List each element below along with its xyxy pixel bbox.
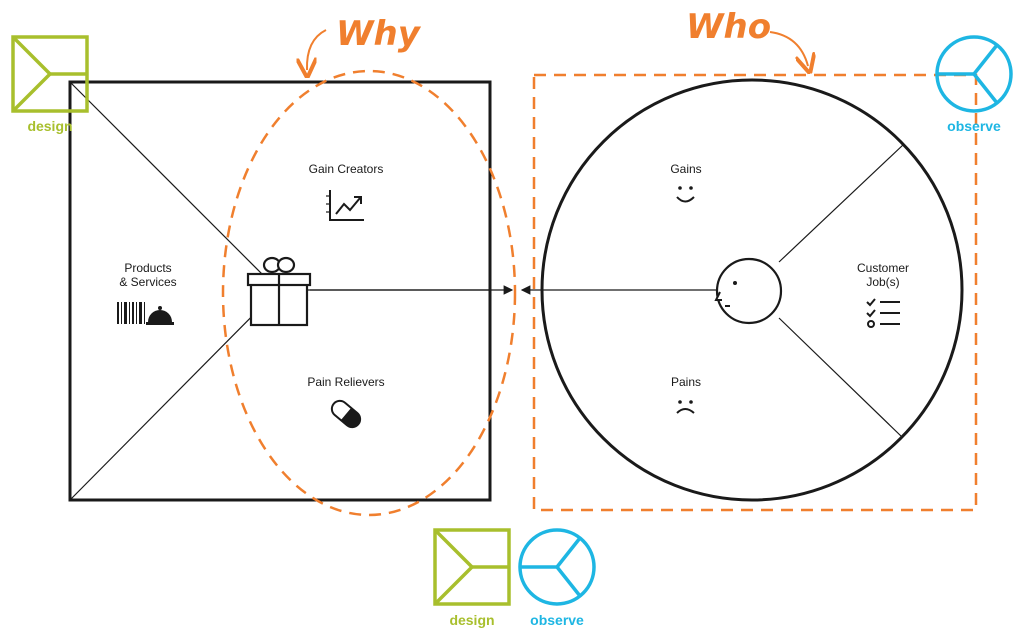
customer-profile: Gains Pains Customer Job(s)	[540, 78, 964, 502]
frown-icon	[676, 400, 695, 414]
observe-label: observe	[947, 118, 1001, 134]
design-badge-top-left: design	[11, 35, 89, 134]
who-dashed-rect	[532, 73, 978, 512]
products-services-label-1: Products	[124, 261, 171, 275]
customer-jobs-label-2: Job(s)	[866, 275, 899, 289]
observe-label: observe	[530, 612, 584, 628]
customer-jobs-label-1: Customer	[857, 261, 909, 275]
customer-divider-top	[778, 143, 905, 263]
pill-icon	[330, 399, 362, 429]
customer-profile-circle	[540, 78, 964, 502]
observe-icon	[518, 528, 596, 606]
why-dashed-ellipse	[221, 69, 517, 517]
who-arrow	[769, 31, 808, 66]
value-map-divider-top	[69, 81, 279, 291]
smile-icon	[676, 186, 695, 203]
value-map: Products & Services Gain Creators	[68, 80, 492, 502]
service-cloche-icon	[146, 306, 174, 325]
pain-relievers-label: Pain Relievers	[307, 375, 384, 389]
customer-divider-bottom	[778, 317, 903, 438]
who-annotation: Who	[686, 7, 771, 47]
pains-label: Pains	[671, 375, 701, 389]
design-label: design	[27, 118, 72, 134]
design-label: design	[449, 612, 494, 628]
design-icon	[433, 528, 511, 606]
products-services-label-2: & Services	[119, 275, 176, 289]
why-annotation: Why	[336, 14, 422, 54]
gift-icon	[246, 256, 312, 327]
gain-creators-label: Gain Creators	[309, 162, 384, 176]
gains-label: Gains	[670, 162, 701, 176]
value-map-divider-bottom	[69, 289, 279, 501]
customer-face-icon	[714, 257, 783, 325]
growth-chart-icon	[326, 190, 364, 221]
checklist-icon	[866, 298, 900, 328]
value-map-square	[68, 80, 492, 502]
observe-icon	[935, 35, 1013, 113]
design-badge-bottom: design	[433, 528, 511, 628]
why-arrow	[307, 29, 327, 70]
design-icon	[11, 35, 89, 113]
observe-badge-top-right: observe	[935, 35, 1013, 134]
barcode-icon	[117, 302, 145, 324]
observe-badge-bottom: observe	[518, 528, 596, 628]
